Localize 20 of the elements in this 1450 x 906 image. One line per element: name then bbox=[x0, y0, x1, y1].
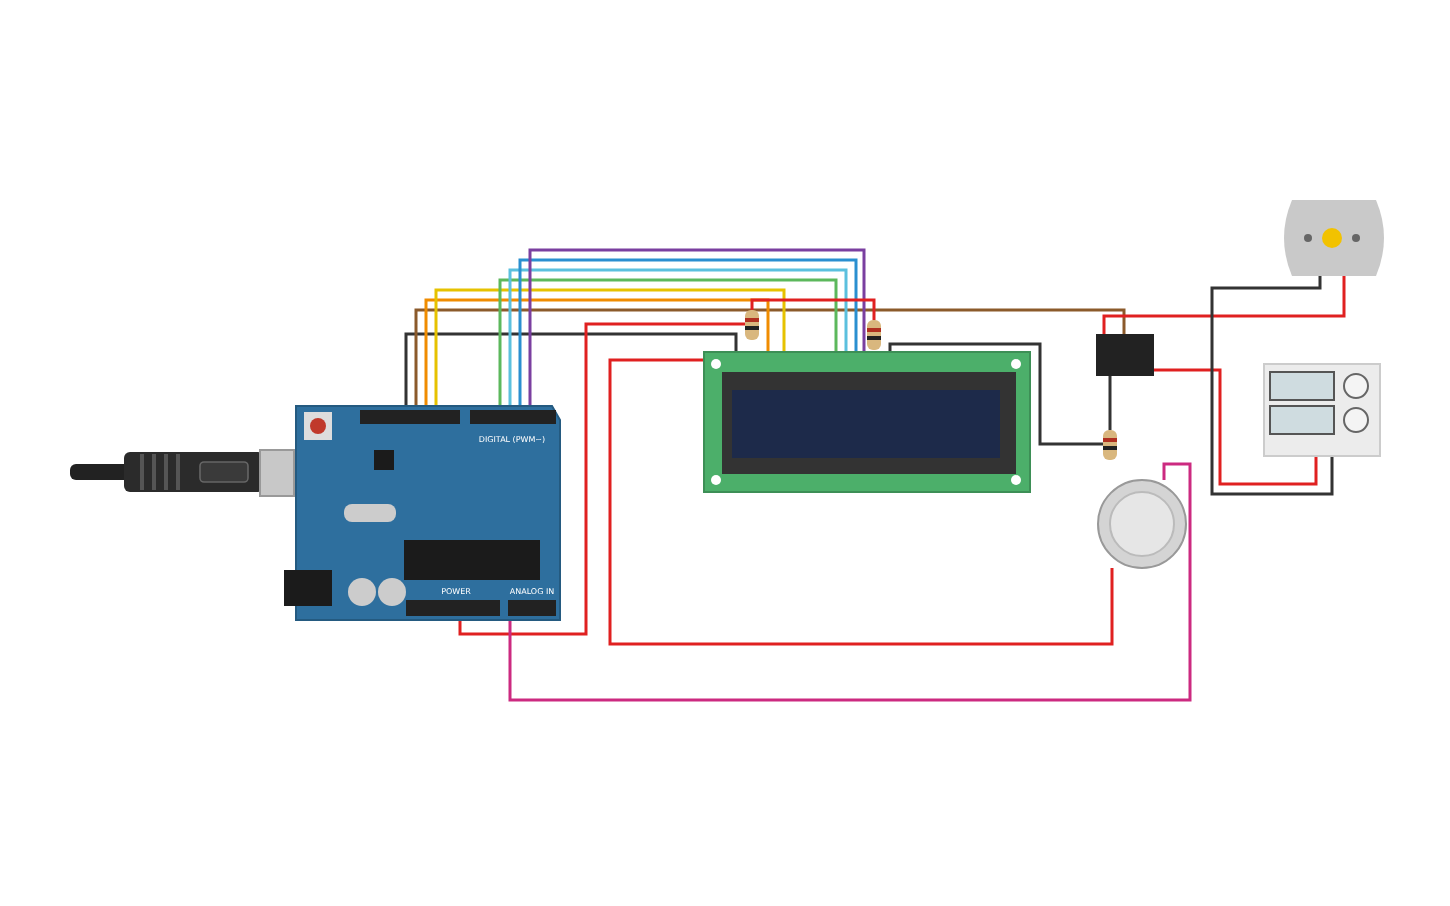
resistor-drawing bbox=[745, 310, 759, 340]
wire bbox=[750, 298, 876, 320]
microcontroller-board-drawing bbox=[284, 405, 561, 621]
wire bbox=[1210, 276, 1334, 496]
wire bbox=[414, 308, 1126, 406]
lcd-display-drawing bbox=[703, 351, 1031, 493]
dc-motor-drawing bbox=[1284, 200, 1384, 276]
wire bbox=[1154, 368, 1318, 486]
resistor-drawing bbox=[867, 320, 881, 350]
wire bbox=[404, 332, 738, 406]
relay-box bbox=[1096, 334, 1154, 376]
wire bbox=[1102, 276, 1346, 334]
gas-sensor-drawing bbox=[1097, 479, 1187, 569]
wire bbox=[508, 462, 1192, 702]
usb-cable-drawing bbox=[70, 449, 295, 497]
wire bbox=[458, 322, 745, 636]
wire bbox=[888, 342, 1103, 446]
resistor-drawing bbox=[1103, 430, 1117, 460]
power-supply-drawing bbox=[1263, 363, 1381, 457]
wire bbox=[1108, 376, 1112, 430]
